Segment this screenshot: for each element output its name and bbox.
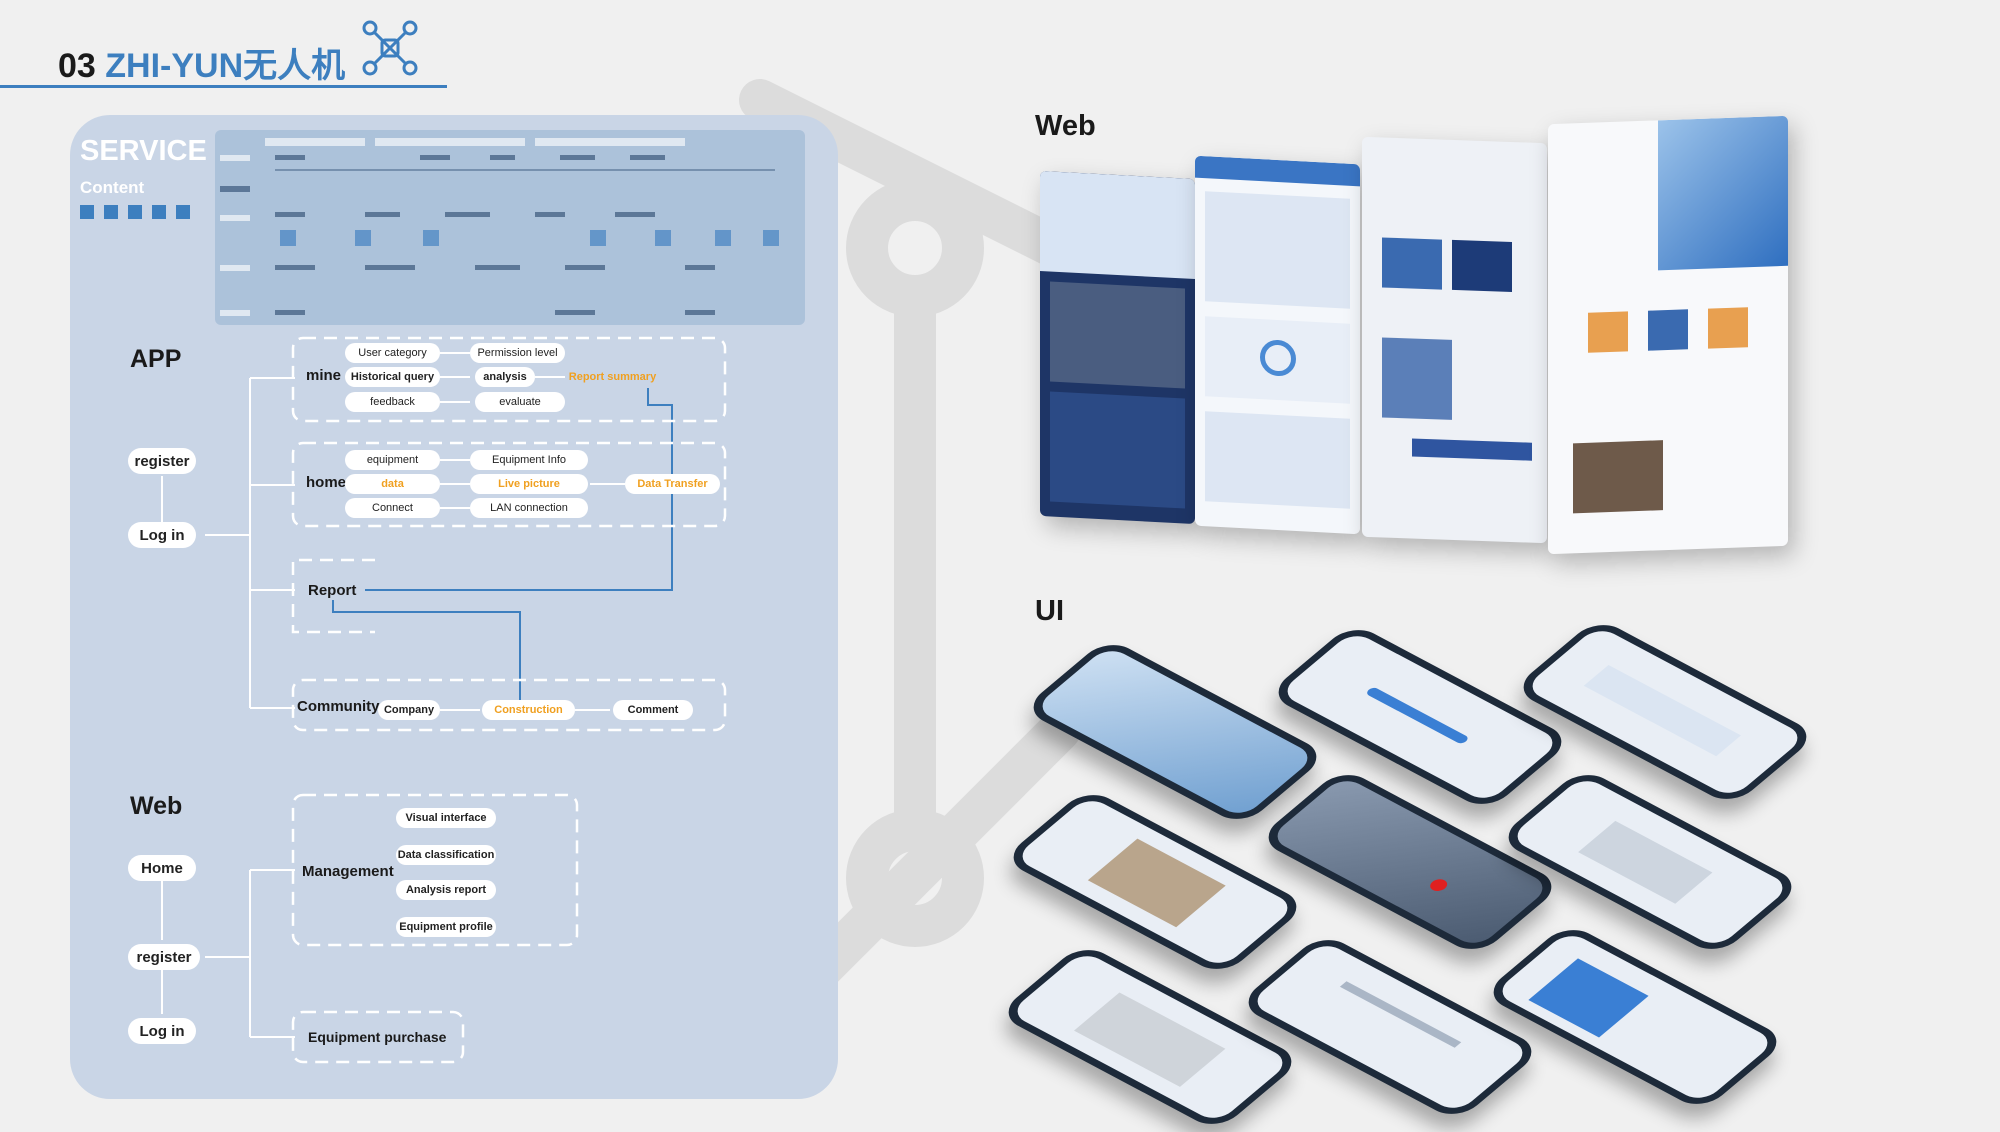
header-underline	[0, 85, 447, 88]
web-screen-landing	[1548, 115, 1788, 555]
web-screen-content	[1362, 136, 1547, 544]
service-content-table	[215, 130, 805, 325]
web-screen-dashboard	[1040, 170, 1195, 525]
home-data[interactable]: data	[345, 474, 440, 494]
home-data-transfer[interactable]: Data Transfer	[625, 474, 720, 494]
mine-permission-level[interactable]: Permission level	[470, 343, 565, 363]
mine-feedback[interactable]: feedback	[345, 392, 440, 412]
drone-icon	[362, 20, 418, 76]
home-lan-connection[interactable]: LAN connection	[470, 498, 588, 518]
web-equipment-purchase[interactable]: Equipment purchase	[308, 1029, 447, 1045]
mine-historical-query[interactable]: Historical query	[345, 367, 440, 387]
app-register-button[interactable]: register	[128, 448, 196, 474]
home-equipment-info[interactable]: Equipment Info	[470, 450, 588, 470]
page-title: 03 ZHI-YUN无人机	[58, 38, 345, 87]
web-home-button[interactable]: Home	[128, 855, 196, 881]
service-icons	[80, 205, 190, 219]
web-section-title: Web	[130, 792, 183, 820]
community-company[interactable]: Company	[378, 700, 440, 720]
web-showcase-label: Web	[1035, 110, 1096, 142]
app-report-label: Report	[308, 582, 357, 599]
management-visual-interface[interactable]: Visual interface	[396, 808, 496, 828]
community-construction[interactable]: Construction	[482, 700, 575, 720]
app-login-button[interactable]: Log in	[128, 522, 196, 548]
service-subtitle: Content	[80, 178, 145, 197]
community-comment[interactable]: Comment	[613, 700, 693, 720]
management-equipment-profile[interactable]: Equipment profile	[396, 917, 496, 937]
app-section-title: APP	[130, 345, 182, 373]
section-title: ZHI-YUN无人机	[105, 47, 346, 85]
app-mine-label: mine	[306, 367, 342, 384]
management-data-classification[interactable]: Data classification	[396, 845, 496, 865]
web-register-button[interactable]: register	[128, 944, 200, 970]
mine-report-summary[interactable]: Report summary	[568, 371, 657, 383]
web-management-label: Management	[302, 863, 394, 880]
section-number: 03	[58, 47, 96, 85]
home-connect[interactable]: Connect	[345, 498, 440, 518]
app-community-label: Community	[297, 698, 380, 715]
management-analysis-report[interactable]: Analysis report	[396, 880, 496, 900]
service-title: SERVICE	[80, 135, 207, 167]
home-live-picture[interactable]: Live picture	[470, 474, 588, 494]
home-equipment[interactable]: equipment	[345, 450, 440, 470]
ui-showcase-label: UI	[1035, 595, 1064, 627]
mine-user-category[interactable]: User category	[345, 343, 440, 363]
mine-evaluate[interactable]: evaluate	[475, 392, 565, 412]
mine-analysis[interactable]: analysis	[475, 367, 535, 387]
app-home-label: home	[306, 474, 347, 491]
web-screen-table	[1195, 155, 1360, 535]
web-login-button[interactable]: Log in	[128, 1018, 196, 1044]
